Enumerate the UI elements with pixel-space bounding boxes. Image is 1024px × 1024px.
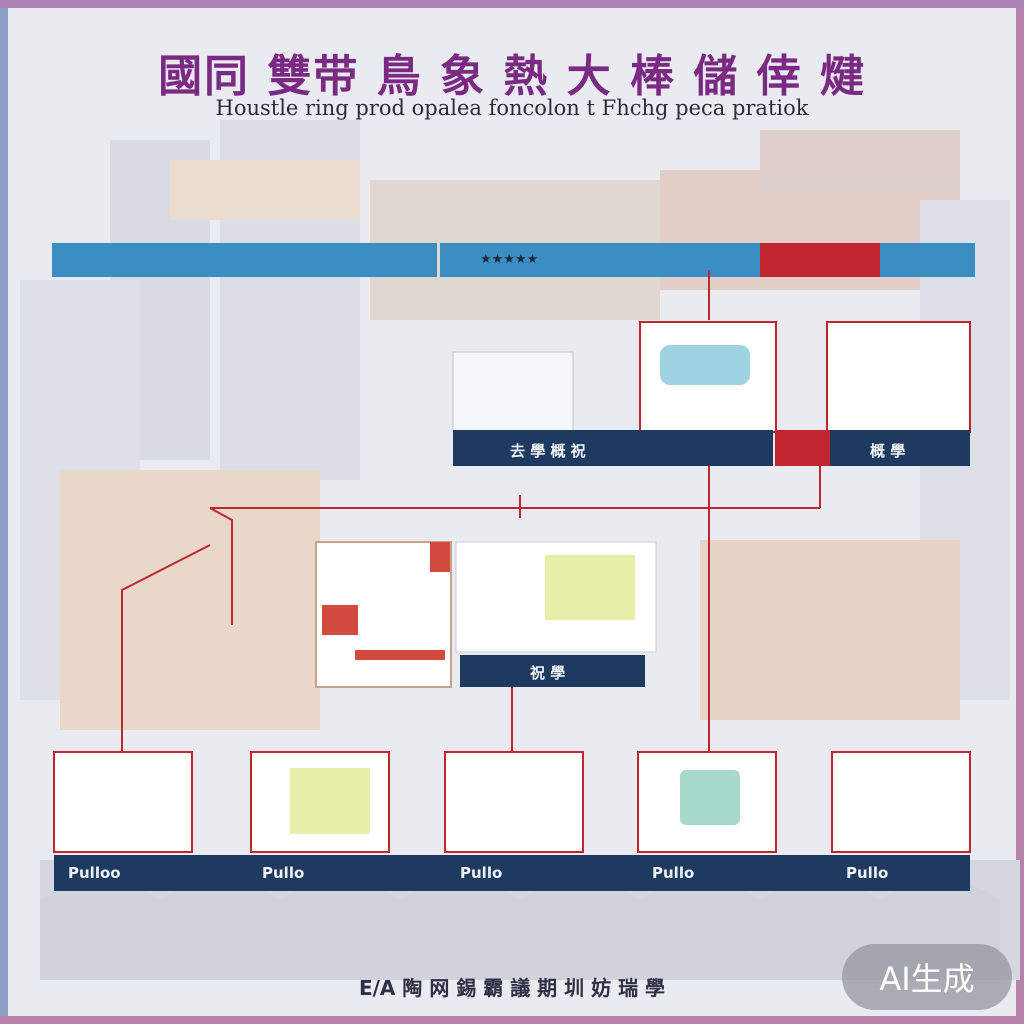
row2-label-b: 祝 學 [530,664,566,682]
row3-label-5: Pullo [846,864,889,882]
row3-label-4: Pullo [652,864,695,882]
top-bar-label: ★★★★★ [480,252,539,267]
footer-caption: E/A 陶 网 錫 霸 議 期 圳 妨 瑞 學 [358,976,666,1000]
row3-label-2: Pullo [262,864,305,882]
page-subtitle: Houstle ring prod opalea foncolon t Fhch… [215,96,809,120]
row3-label-1: Pulloo [68,864,121,882]
row1-label-b: 概 學 [870,442,906,460]
ai-generated-badge: AI生成 [842,944,1012,1010]
top-bar [52,243,975,277]
row1-label-a: 去 學 概 祝 [510,442,586,460]
card-row2-b [455,541,657,687]
card-row3 [53,751,971,891]
card-row2-a [315,541,452,688]
row3-label-3: Pullo [460,864,503,882]
card-row1-a [452,321,777,466]
page-title: 國同 雙带 鳥 象 熱 大 棒 儲 倖 煡 [158,51,866,102]
card-row1-b [775,321,971,466]
